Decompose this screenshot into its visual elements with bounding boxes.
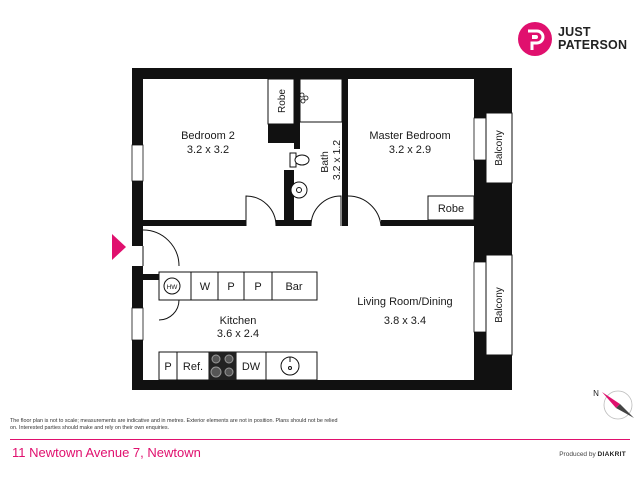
door-bedroom2 <box>245 195 277 227</box>
bath-vanity <box>299 78 343 123</box>
balcony-bottom-label: Balcony <box>494 287 505 323</box>
ref-label: Ref. <box>183 361 203 373</box>
divider <box>10 439 630 440</box>
entry-arrow-icon <box>112 234 126 260</box>
window-bedroom2 <box>131 144 144 182</box>
p1-label: P <box>227 281 234 293</box>
robe-top <box>267 78 295 125</box>
robe-master-label: Robe <box>438 203 464 215</box>
master-name: Master Bedroom <box>369 130 450 142</box>
producer-name: DIAKRIT <box>597 451 626 458</box>
door-hw <box>158 299 180 321</box>
address: 11 Newtown Avenue 7, Newtown <box>12 445 201 460</box>
door-bath <box>310 195 342 227</box>
compass-label: N <box>593 389 599 398</box>
brand-logo: JUST PATERSON <box>516 20 636 60</box>
brand-mark-icon <box>518 22 552 56</box>
bedroom2-name: Bedroom 2 <box>181 130 235 142</box>
bedroom2-size: 3.2 x 3.2 <box>187 144 229 156</box>
window-kitchen <box>131 307 144 341</box>
living-size: 3.8 x 3.4 <box>384 315 426 327</box>
balcony-top <box>485 112 513 184</box>
master-size: 3.2 x 2.9 <box>389 144 431 156</box>
balcony-bottom <box>485 254 513 356</box>
dw-label: DW <box>242 361 261 373</box>
p-bottom-label: P <box>164 361 171 373</box>
toilet-icon <box>289 152 310 199</box>
p2-label: P <box>254 281 261 293</box>
bath-name: Bath <box>319 151 331 173</box>
hot-water-icon <box>163 277 181 295</box>
produced-prefix: Produced by <box>559 451 596 458</box>
balcony-top-label: Balcony <box>494 130 505 166</box>
window-balcony-top <box>473 117 487 161</box>
tap-icon <box>299 92 309 104</box>
w-label: W <box>200 281 211 293</box>
hw-label: HW <box>167 284 179 291</box>
kitchen-name: Kitchen <box>220 315 257 327</box>
cooktop-icon <box>209 352 236 380</box>
robe-top-label: Robe <box>277 89 288 113</box>
kitchen-size: 3.6 x 2.4 <box>217 328 259 340</box>
door-master <box>347 195 382 227</box>
produced-by: Produced by DIAKRIT <box>559 451 626 458</box>
brand-line2: PATERSON <box>558 38 628 52</box>
living-name: Living Room/Dining <box>357 296 452 308</box>
bar-label: Bar <box>285 281 302 293</box>
sink-icon <box>280 356 300 376</box>
brand-line1: JUST <box>558 25 591 39</box>
robe-master <box>427 195 475 221</box>
compass-icon: N <box>593 389 634 420</box>
window-balcony-bottom <box>473 261 487 333</box>
bath-size: 3.2 x 1.2 <box>331 140 343 180</box>
disclaimer: The floor plan is not to scale; measurem… <box>10 418 338 431</box>
bench-top <box>158 271 318 301</box>
door-entry <box>142 229 180 267</box>
